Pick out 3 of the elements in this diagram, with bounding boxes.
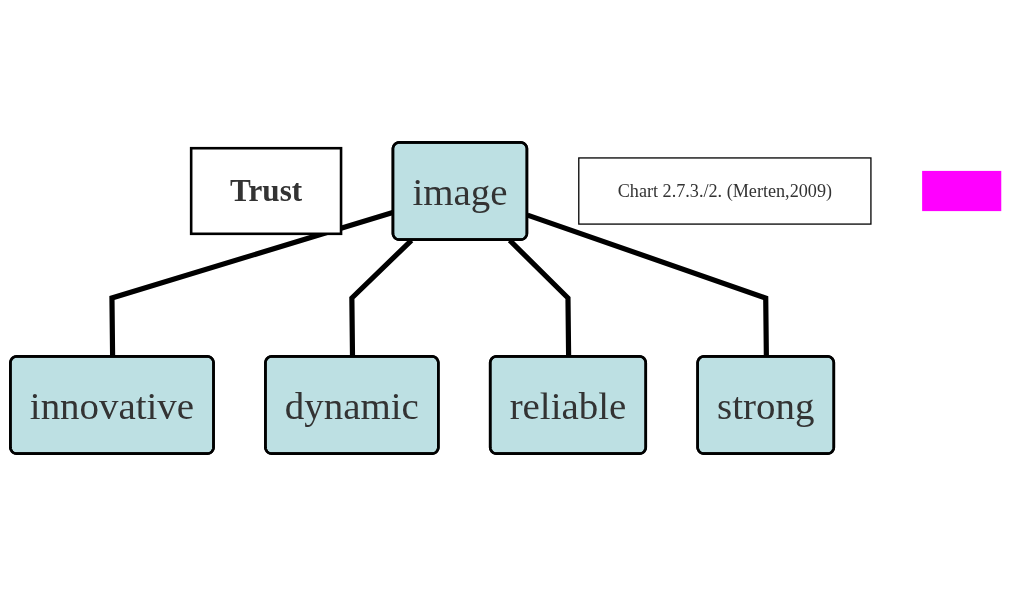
node-bar xyxy=(922,171,1002,212)
node-box: Chart 2.7.3./2. (Merten,2009) xyxy=(578,157,872,226)
node-box: Trust xyxy=(189,147,343,236)
